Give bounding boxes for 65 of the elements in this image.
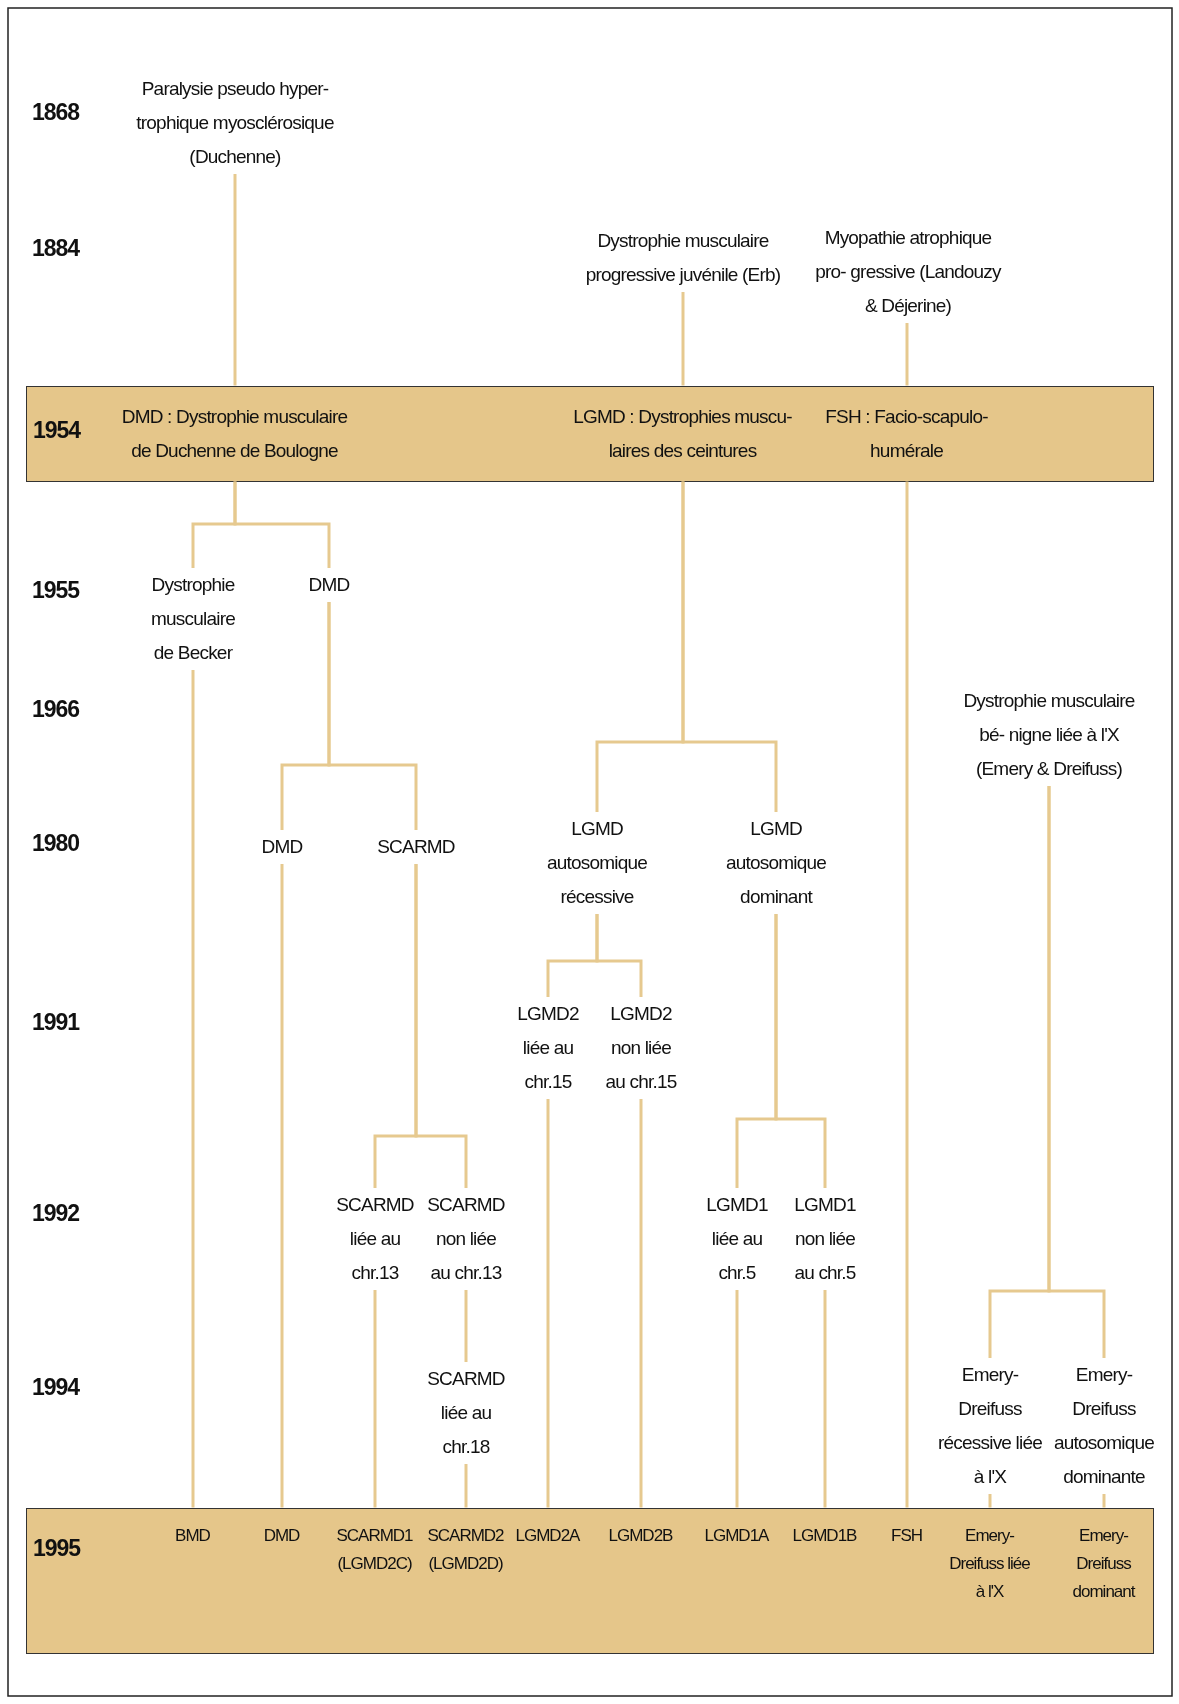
year-label: 1868 (32, 99, 80, 126)
tree-connector (233, 174, 237, 386)
disease-label: SCARMD liée au chr.13 (335, 1188, 415, 1290)
tree-connector (1047, 786, 1106, 1358)
disease-label: Paralysie pseudo hyper- trophique myosclérosique (Duchenne) (120, 72, 350, 174)
disease-label: SCARMD liée au chr.18 (416, 1362, 516, 1464)
tree-connector (191, 670, 195, 1508)
disease-label: SCARMD1 (LGMD2C) (328, 1507, 421, 1578)
disease-label: FSH : Facio-scapulo-humérale (801, 385, 1012, 482)
disease-label: DMD : Dystrophie musculaire de Duchenne de Boulogne (119, 385, 350, 482)
disease-label: DMD (241, 1507, 322, 1550)
disease-label: FSH (876, 1507, 937, 1550)
disease-label: LGMD1 non liée au chr.5 (785, 1188, 865, 1290)
year-label: 1980 (32, 830, 80, 857)
tree-connector (327, 602, 418, 830)
tree-connector (464, 1464, 468, 1508)
disease-label: LGMD1A (693, 1507, 780, 1550)
disease-label: Emery- Dreifuss dominant (1058, 1507, 1149, 1606)
disease-label: Dystrophie musculaire progressive juvénile (Erb) (583, 224, 783, 292)
disease-label: DMD (247, 830, 317, 864)
disease-label: Myopathie atrophique pro- gressive (Landouzy & Déjerine) (808, 221, 1008, 323)
year-label: 1884 (32, 235, 80, 262)
tree-connector (414, 864, 468, 1188)
tree-connector (464, 1290, 468, 1362)
year-label: 1991 (32, 1009, 80, 1036)
timeline-band (26, 1508, 1154, 1654)
year-label: 1954 (33, 417, 81, 444)
tree-connector (639, 1099, 643, 1508)
tree-connector (905, 323, 909, 386)
disease-label: LGMD : Dystrophies muscu- laires des ceintures (572, 385, 793, 482)
disease-label: LGMD autosomique dominant (721, 812, 831, 914)
tree-connector (595, 914, 643, 997)
disease-label: LGMD2B (597, 1507, 684, 1550)
tree-connector (988, 1494, 992, 1508)
disease-label: SCARMD (371, 830, 461, 864)
disease-label: Dystrophie musculaire bé- nigne liée à l'X (Emery & Dreifuss) (949, 684, 1149, 786)
disease-label: Emery- Dreifuss liée à l'X (944, 1507, 1035, 1606)
tree-connector (735, 1290, 739, 1508)
disease-label: LGMD autosomique récessive (542, 812, 652, 914)
tree-connector (905, 481, 909, 1508)
tree-connector (774, 914, 827, 1188)
year-label: 1966 (32, 696, 80, 723)
year-label: 1995 (33, 1535, 81, 1562)
tree-connector (823, 1290, 827, 1508)
disease-label: LGMD2 liée au chr.15 (508, 997, 588, 1099)
disease-label: SCARMD non liée au chr.13 (426, 1188, 506, 1290)
tree-connector (373, 1290, 377, 1508)
disease-label: Emery-Dreifuss récessive liée à l'X (938, 1358, 1042, 1494)
tree-connector (1102, 1494, 1106, 1508)
disease-label: LGMD1 liée au chr.5 (697, 1188, 777, 1290)
tree-connector (280, 864, 284, 1508)
disease-label: Dystrophie musculaire de Becker (143, 568, 243, 670)
year-label: 1992 (32, 1200, 80, 1227)
disease-label: LGMD1B (781, 1507, 868, 1550)
timeline-band (26, 386, 1154, 482)
tree-connector (546, 1099, 550, 1508)
tree-connector (681, 292, 685, 386)
disease-label: LGMD2 non liée au chr.15 (601, 997, 681, 1099)
disease-label: DMD (289, 568, 369, 602)
tree-connector (681, 481, 778, 812)
disease-label: BMD (152, 1507, 233, 1550)
tree-connector (233, 481, 331, 568)
year-label: 1955 (32, 577, 80, 604)
disease-label: Emery- Dreifuss autosomique dominante (1054, 1358, 1154, 1494)
year-label: 1994 (32, 1374, 80, 1401)
